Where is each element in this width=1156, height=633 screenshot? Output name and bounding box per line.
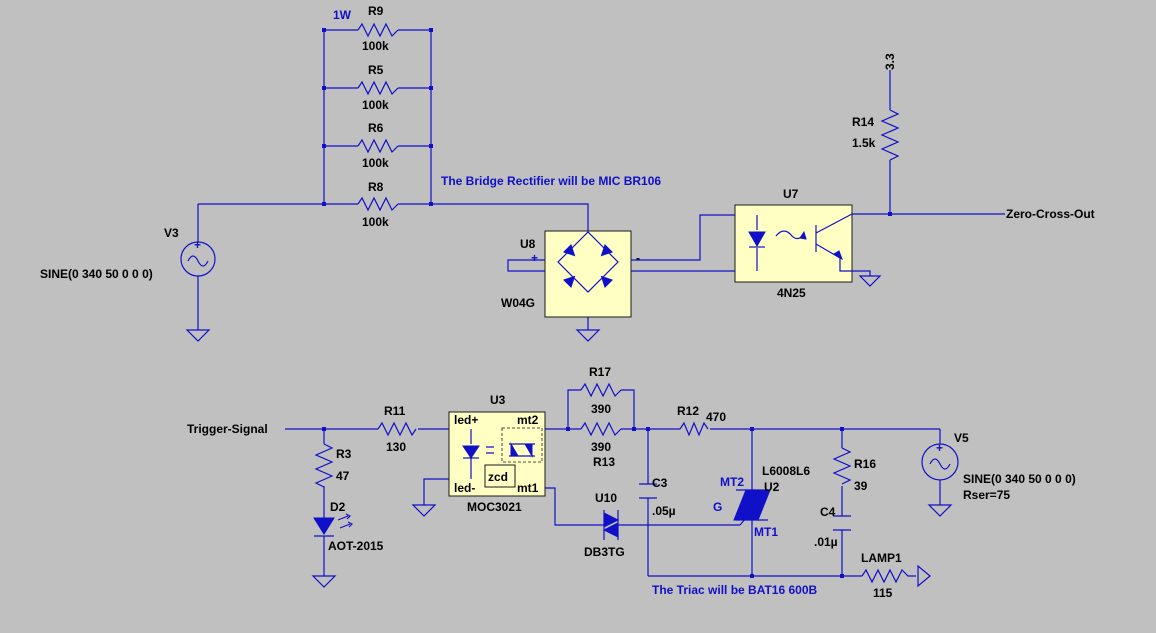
ground-icon: [185, 275, 953, 588]
optocoupler-u7[interactable]: [734, 204, 853, 283]
labels-bottom: Trigger-Signal R11 130 R3 47 D2 AOT-2015…: [187, 365, 1076, 600]
r5-ref: R5: [368, 63, 384, 77]
u3-zcd: zcd: [488, 470, 508, 484]
resistor-r14[interactable]: [880, 109, 900, 161]
voltage-source-v5[interactable]: +: [921, 441, 959, 481]
r13-ref: R13: [593, 455, 615, 469]
resistor-r16[interactable]: [832, 447, 852, 485]
net-trigger: Trigger-Signal: [187, 422, 268, 436]
u8-ref: U8: [520, 237, 536, 251]
v5-ref: V5: [954, 431, 969, 445]
labels-top: 1W R9 100k R5 100k R6 100k R8 100k The B…: [40, 4, 1095, 310]
d2-ref: D2: [330, 500, 346, 514]
r16-ref: R16: [854, 457, 876, 471]
c4-ref: C4: [820, 505, 836, 519]
u3-pin-led-minus: led-: [454, 481, 475, 495]
u7-value: 4N25: [777, 286, 806, 300]
r8-value: 100k: [362, 215, 389, 229]
u8-value: W04G: [501, 296, 535, 310]
junction-dots: [322, 28, 892, 578]
resistor-r9[interactable]: [357, 22, 399, 38]
u8-minus: -: [636, 251, 640, 265]
u2-value: L6008L6: [762, 464, 810, 478]
note-bridge: The Bridge Rectifier will be MIC BR106: [441, 174, 661, 188]
u10-ref: U10: [595, 491, 617, 505]
v5-value: SINE(0 340 50 0 0 0): [963, 472, 1076, 486]
lamp-lamp1[interactable]: [861, 564, 931, 588]
resistor-r3[interactable]: [314, 443, 334, 488]
r13-value: 390: [591, 440, 611, 454]
resistor-r8[interactable]: [357, 196, 399, 212]
triac-u2[interactable]: [733, 488, 771, 526]
r11-value: 130: [386, 440, 406, 454]
c4-value: .01µ: [814, 535, 838, 549]
resistor-r13[interactable]: [580, 421, 622, 437]
u2-pin-mt1: MT1: [754, 525, 778, 539]
u3-pin-mt2: mt2: [517, 413, 539, 427]
resistor-r17[interactable]: [580, 382, 622, 398]
u3-pin-mt1: mt1: [517, 481, 539, 495]
c3-ref: C3: [652, 476, 668, 490]
u2-pin-g: G: [713, 500, 722, 514]
resistor-r12[interactable]: [679, 421, 709, 437]
opto-triac-driver-u3[interactable]: [448, 411, 546, 497]
u7-ref: U7: [783, 187, 799, 201]
diac-u10[interactable]: [596, 510, 626, 540]
r3-ref: R3: [336, 447, 352, 461]
r6-value: 100k: [362, 156, 389, 170]
v3-value: SINE(0 340 50 0 0 0): [40, 267, 153, 281]
u2-pin-mt2: MT2: [720, 475, 744, 489]
note-triac: The Triac will be BAT16 600B: [652, 583, 818, 597]
capacitor-c3[interactable]: [639, 483, 657, 499]
r5-value: 100k: [362, 98, 389, 112]
r3-value: 47: [336, 469, 350, 483]
svg-text:+: +: [194, 238, 201, 252]
voltage-source-v3[interactable]: +: [180, 238, 216, 277]
u3-pin-led-plus: led+: [454, 413, 478, 427]
net-zero-cross: Zero-Cross-Out: [1006, 207, 1095, 221]
v3-ref: V3: [164, 226, 179, 240]
r17-ref: R17: [589, 365, 611, 379]
u10-value: DB3TG: [584, 545, 625, 559]
u2-ref: U2: [764, 480, 780, 494]
r14-ref: R14: [852, 115, 874, 129]
resistor-r6[interactable]: [357, 138, 399, 154]
d2-value: AOT-2015: [328, 539, 384, 553]
v5-rser: Rser=75: [963, 488, 1010, 502]
r6-ref: R6: [368, 121, 384, 135]
svg-text:+: +: [936, 441, 943, 455]
r12-value: 470: [706, 410, 726, 424]
r16-value: 39: [854, 479, 868, 493]
wires-bottom: [285, 389, 941, 577]
r11-ref: R11: [384, 404, 406, 418]
r9-ref: R9: [368, 4, 384, 18]
lamp1-value: 115: [873, 586, 893, 600]
u8-plus: +: [531, 251, 538, 265]
note-power: 1W: [333, 8, 352, 22]
r14-value: 1.5k: [852, 136, 876, 150]
r12-ref: R12: [677, 404, 699, 418]
r17-value: 390: [591, 402, 611, 416]
resistor-r11[interactable]: [377, 421, 417, 437]
led-d2[interactable]: [313, 513, 354, 537]
r9-value: 100k: [362, 39, 389, 53]
u3-ref: U3: [490, 393, 506, 407]
capacitor-c4[interactable]: [833, 515, 851, 531]
lamp1-ref: LAMP1: [861, 551, 902, 565]
resistor-r5[interactable]: [357, 80, 399, 96]
c3-value: .05µ: [652, 504, 676, 518]
net-33: 3.3: [883, 53, 897, 70]
bridge-rectifier-u8[interactable]: [544, 230, 632, 318]
u3-value: MOC3021: [467, 500, 522, 514]
r8-ref: R8: [368, 180, 384, 194]
